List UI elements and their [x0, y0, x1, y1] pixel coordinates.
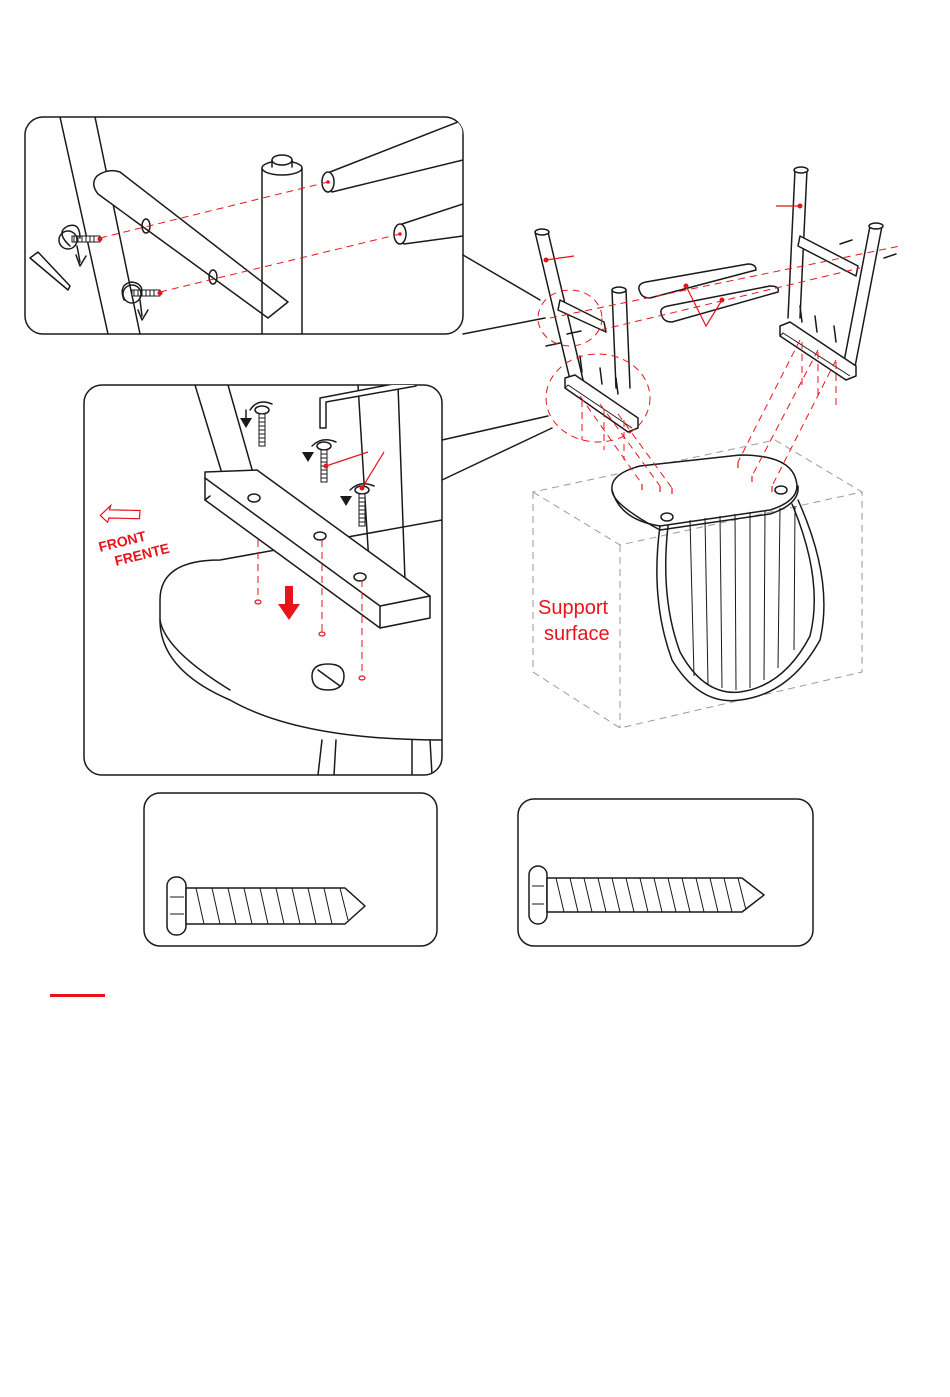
- rotation-arrow-icon: [240, 402, 272, 428]
- front-arrow-icon: [99, 501, 142, 526]
- screw-icon: [255, 406, 269, 446]
- screw-icon: [167, 877, 365, 935]
- note-marker: [50, 994, 105, 997]
- hardware-box-short-screw: [144, 793, 437, 946]
- screw-icon: [317, 442, 331, 482]
- support-label-2: surface: [544, 623, 610, 645]
- support-label-1: Support: [538, 597, 608, 619]
- allen-key-icon: [320, 380, 416, 428]
- allen-key-icon: [30, 252, 70, 290]
- screw-icon: [132, 290, 163, 296]
- main-assembly-view: Support surface: [533, 167, 900, 728]
- rotation-arrow-icon: [59, 225, 86, 266]
- detail-panel-seat-attachment: FRONT FRENTE: [84, 380, 442, 775]
- screw-icon: [529, 866, 764, 924]
- rotation-arrow-icon: [122, 282, 148, 320]
- hardware-box-long-screw: [518, 799, 813, 946]
- detail-panel-side-rails: [25, 117, 463, 334]
